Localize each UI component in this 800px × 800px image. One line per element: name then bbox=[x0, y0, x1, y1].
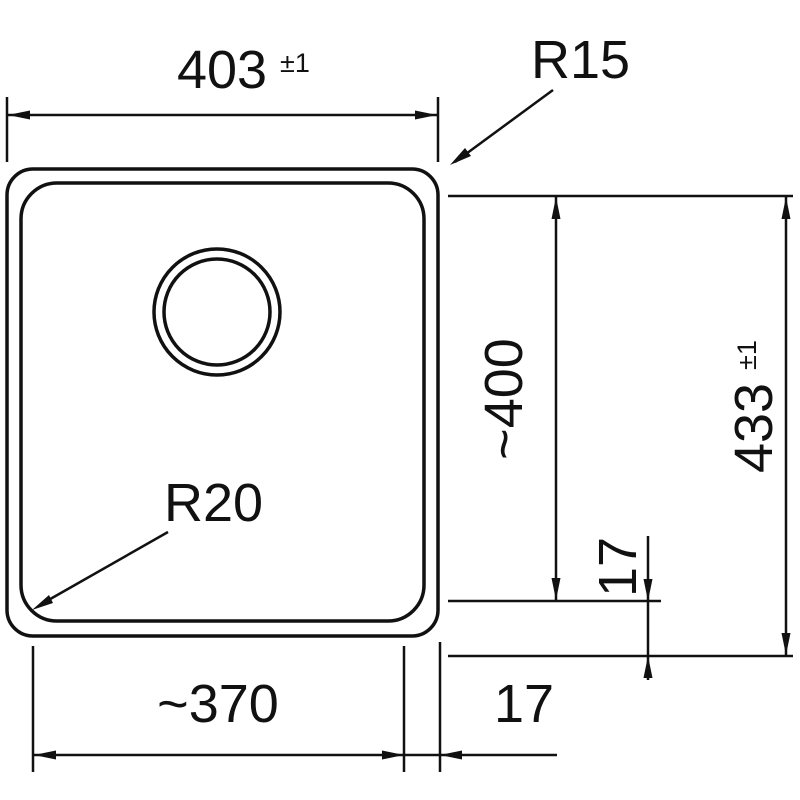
dim-total-length-group: 433 ±1 bbox=[724, 196, 791, 656]
dim-bowl-length-group: ~400 bbox=[474, 196, 561, 601]
dim-bowl-width-label: ~370 bbox=[157, 674, 279, 734]
dim-bowl-length-label: ~400 bbox=[474, 338, 534, 460]
arrowhead-bowl-length-top bbox=[551, 197, 561, 219]
radius-r15-group: R15 bbox=[450, 30, 630, 165]
r20-leader-line bbox=[44, 530, 169, 604]
drain-outer-circle bbox=[152, 247, 282, 377]
arrowhead-width-right bbox=[415, 110, 437, 120]
r20-arrowhead bbox=[32, 595, 53, 610]
dim-width-tolerance: ±1 bbox=[280, 48, 310, 78]
radius-label-r15: R15 bbox=[531, 30, 630, 90]
arrowhead-bowl-length-bottom bbox=[551, 578, 561, 600]
dim-total-length-text: 433 ±1 bbox=[724, 340, 784, 473]
sink-outer-outline bbox=[5, 167, 440, 638]
dim-width-label: 403 bbox=[177, 40, 267, 100]
dim-bottom-group: ~370 17 bbox=[31, 642, 557, 772]
dim-rim-right-label: 17 bbox=[588, 537, 648, 597]
radius-label-r20: R20 bbox=[164, 473, 263, 533]
r15-arrowhead bbox=[450, 148, 471, 165]
arrowhead-total-length-bottom bbox=[781, 633, 791, 655]
arrowhead-rim-right-top bbox=[643, 579, 653, 601]
r15-leader-line bbox=[454, 88, 554, 164]
dim-total-length-tolerance: ±1 bbox=[732, 340, 762, 370]
dim-rim-right-group: 17 bbox=[588, 536, 653, 680]
arrowhead-bowl-width-left bbox=[34, 750, 56, 760]
right-extension-lines bbox=[448, 194, 793, 658]
arrowhead-total-length-top bbox=[781, 197, 791, 219]
arrowhead-bowl-width-right bbox=[382, 750, 404, 760]
arrowhead-rim-right-bottom bbox=[643, 656, 653, 678]
sink-bowl-outline bbox=[19, 181, 426, 623]
dim-total-length-label: 433 bbox=[724, 383, 784, 473]
radius-r20-group: R20 bbox=[32, 473, 263, 610]
arrowhead-rim-bottom bbox=[440, 750, 462, 760]
arrowhead-width-left bbox=[8, 110, 30, 120]
sink-outline-group bbox=[5, 167, 440, 638]
dim-rim-bottom-label: 17 bbox=[494, 674, 554, 734]
drain-inner-circle bbox=[162, 257, 272, 367]
dim-width-group: 403 ±1 bbox=[5, 40, 440, 162]
